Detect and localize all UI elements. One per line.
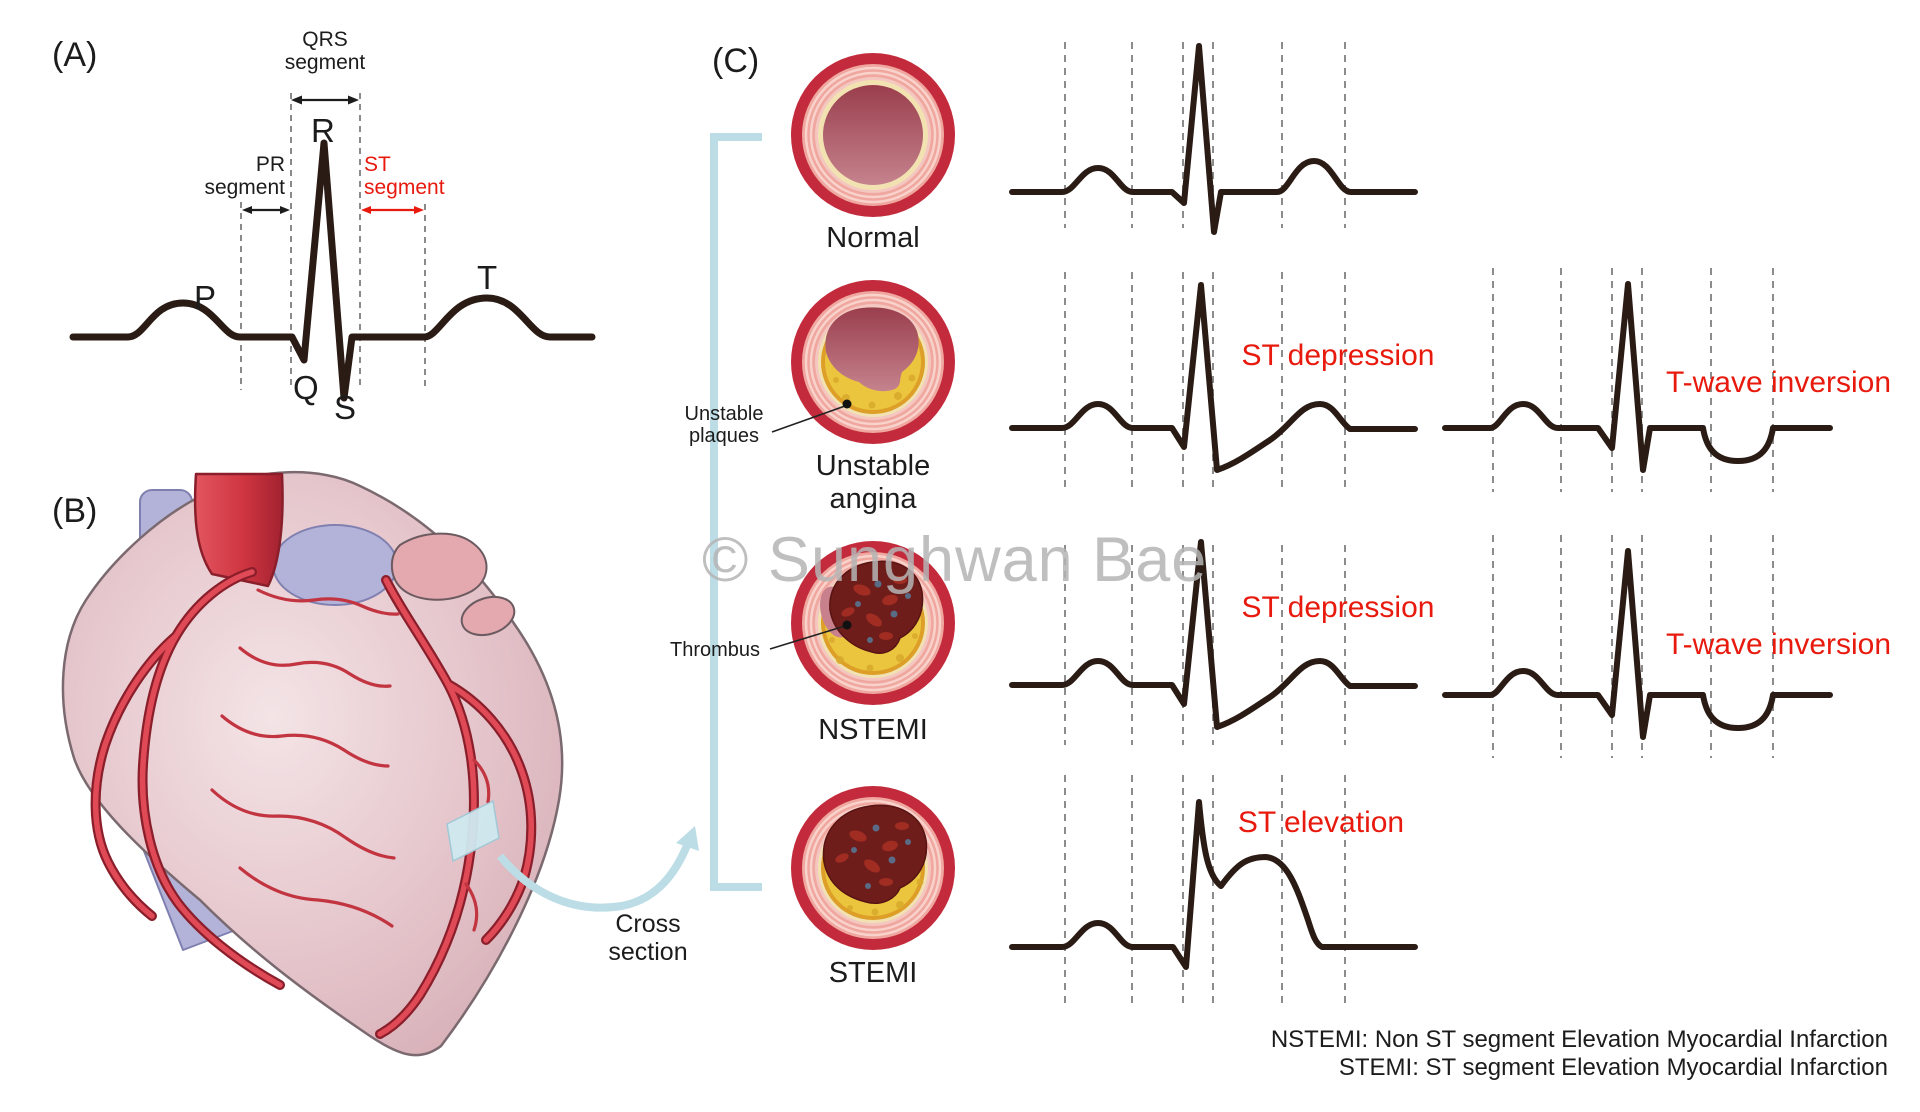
- st-depression-label-1: ST depression: [1241, 339, 1435, 372]
- twave-inversion-label-1: T-wave inversion: [1665, 366, 1892, 399]
- cross-section-marker: [446, 799, 500, 863]
- s-wave-label: S: [334, 389, 357, 426]
- st-segment-label: ST segment: [364, 153, 445, 199]
- artery-cross-section-stemi: [791, 786, 955, 950]
- thrombus-callout: Thrombus: [669, 639, 761, 661]
- footnote-stemi: STEMI: ST segment Elevation Myocardial I…: [1338, 1054, 1888, 1081]
- arrow-head: [676, 826, 699, 851]
- st-elevation-label: ST elevation: [1237, 806, 1405, 839]
- p-wave-label: P: [194, 279, 217, 316]
- panel-c-tag: (C): [712, 42, 760, 80]
- st-depression-label-2: ST depression: [1241, 591, 1435, 624]
- ecg-diagram-a: [69, 93, 596, 402]
- qrs-segment-label: QRS segment: [284, 28, 366, 74]
- cross-section-pointer: [496, 133, 762, 912]
- atrial-appendage: [390, 532, 488, 601]
- pr-segment-arrow: [242, 206, 290, 214]
- qrs-segment-arrow: [291, 95, 359, 105]
- ecg-trace-a: [69, 139, 596, 402]
- aorta: [193, 472, 284, 588]
- twave-inversion-label-2: T-wave inversion: [1665, 628, 1892, 661]
- callout-lines: [769, 399, 852, 650]
- pr-segment-label: PR segment: [204, 153, 285, 199]
- watermark: © Sunghwan Bae: [702, 525, 1208, 595]
- cross-section-label: Cross section: [608, 910, 688, 966]
- panel-b-tag: (B): [52, 492, 98, 530]
- q-wave-label: Q: [293, 369, 319, 406]
- ecg-trace-normal: [1009, 43, 1418, 235]
- ecg-trace-twave-inversion-1: [1442, 281, 1833, 473]
- r-wave-label: R: [311, 112, 335, 149]
- pulmonary-lobe: [460, 595, 516, 637]
- lumen-blob: [825, 307, 919, 392]
- stage-label-normal: Normal: [826, 222, 920, 254]
- coronary-arteries: [90, 567, 537, 1039]
- artery-cross-section-nstemi: [791, 541, 955, 705]
- panel-a-tag: (A): [52, 36, 98, 74]
- stage-bracket: [710, 133, 762, 891]
- heart-illustration: [61, 470, 564, 1057]
- stage-label-unstable-angina: Unstable angina: [815, 450, 931, 515]
- ecg-trace-st-depression-2: [1009, 539, 1418, 730]
- artery-cross-section-unstable-angina: [791, 280, 955, 444]
- artery-cross-section-normal: [791, 53, 955, 217]
- footnote-nstemi: NSTEMI: Non ST segment Elevation Myocard…: [1270, 1026, 1888, 1053]
- unstable-plaques-callout: Unstable plaques: [684, 403, 764, 447]
- thrombus-blob: [829, 560, 924, 654]
- ecg-trace-twave-inversion-2: [1442, 548, 1833, 740]
- st-segment-arrow: [361, 206, 424, 214]
- stage-label-stemi: STEMI: [828, 957, 918, 989]
- ecg-trace-st-depression-1: [1009, 282, 1418, 473]
- stage-label-nstemi: NSTEMI: [818, 714, 928, 746]
- t-wave-label: T: [477, 259, 498, 296]
- pulmonary-vessel: [272, 524, 398, 606]
- ecg-trace-st-elevation: [1009, 799, 1418, 970]
